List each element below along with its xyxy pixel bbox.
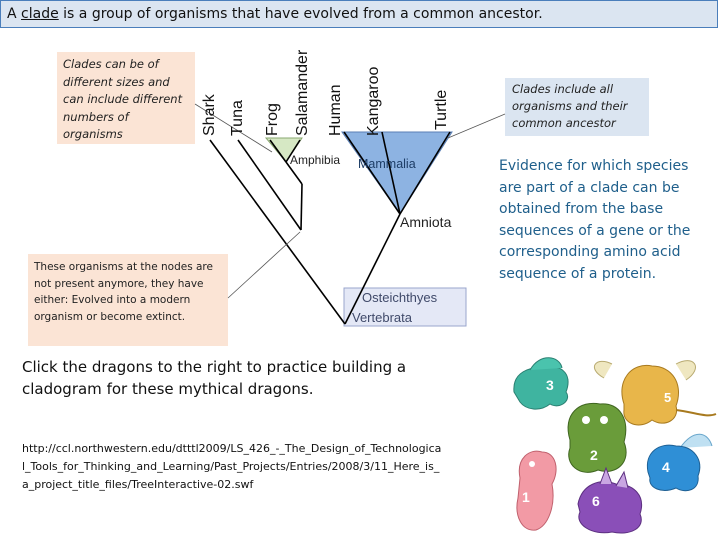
practice-instruction: Click the dragons to the right to practi…	[22, 358, 407, 398]
definition-suffix: is a group of organisms that have evolve…	[58, 6, 543, 22]
taxon-label: Turtle	[433, 90, 450, 130]
taxon-label: Kangaroo	[365, 67, 382, 136]
clade-definition: A clade is a group of organisms that hav…	[7, 6, 543, 22]
dragons-image[interactable]: 3 5 2 4 1	[513, 357, 717, 534]
taxon-label: Human	[327, 84, 344, 136]
taxon-label: Frog	[264, 103, 281, 136]
callout-line-sizes	[194, 103, 273, 153]
dragon-4[interactable]: 4	[646, 433, 713, 492]
dragon-number: 5	[664, 390, 671, 405]
node-organisms-note: These organisms at the nodes are not pre…	[28, 254, 228, 346]
mammalia-clade-shape	[341, 131, 453, 215]
dragon-1[interactable]: 1	[516, 450, 557, 531]
dragon-number: 6	[592, 493, 600, 509]
clade-members-note: Clades include all organisms and their c…	[505, 78, 649, 136]
dragon-number: 4	[662, 459, 670, 475]
clade-term: clade	[21, 6, 59, 22]
taxon-label: Salamander	[294, 49, 311, 136]
callout-line-nodes	[227, 231, 301, 299]
dragon-6[interactable]: 6	[577, 466, 642, 534]
dragon-5[interactable]: 5	[593, 360, 717, 426]
evidence-text: Evidence for which species are part of a…	[499, 158, 691, 282]
cladogram-branches	[209, 131, 451, 325]
taxon-label: Tuna	[229, 100, 246, 136]
clade-label-amphibia: Amphibia	[290, 153, 340, 167]
clade-label-vertebrata: Vertebrata	[352, 310, 413, 325]
taxon-label: Shark	[201, 93, 218, 136]
definition-banner: A clade is a group of organisms that hav…	[0, 0, 718, 28]
osteichthyes-box	[343, 287, 467, 327]
tree-interactive-link[interactable]: http://ccl.northwestern.edu/dtttl2009/LS…	[22, 442, 442, 491]
definition-prefix: A	[7, 6, 22, 22]
clade-label-mammalia: Mammalia	[358, 157, 416, 171]
clade-label-osteichthyes: Osteichthyes	[362, 290, 438, 305]
dragon-number: 1	[522, 489, 530, 505]
clade-sizes-note: Clades can be of different sizes and can…	[57, 52, 195, 144]
dragon-3[interactable]: 3	[513, 357, 569, 410]
clade-label-amniota: Amniota	[400, 214, 452, 230]
callout-line-members	[447, 113, 506, 139]
dragon-2[interactable]: 2	[567, 402, 627, 473]
dragon-number: 2	[590, 447, 598, 463]
dragon-number: 3	[546, 377, 554, 393]
